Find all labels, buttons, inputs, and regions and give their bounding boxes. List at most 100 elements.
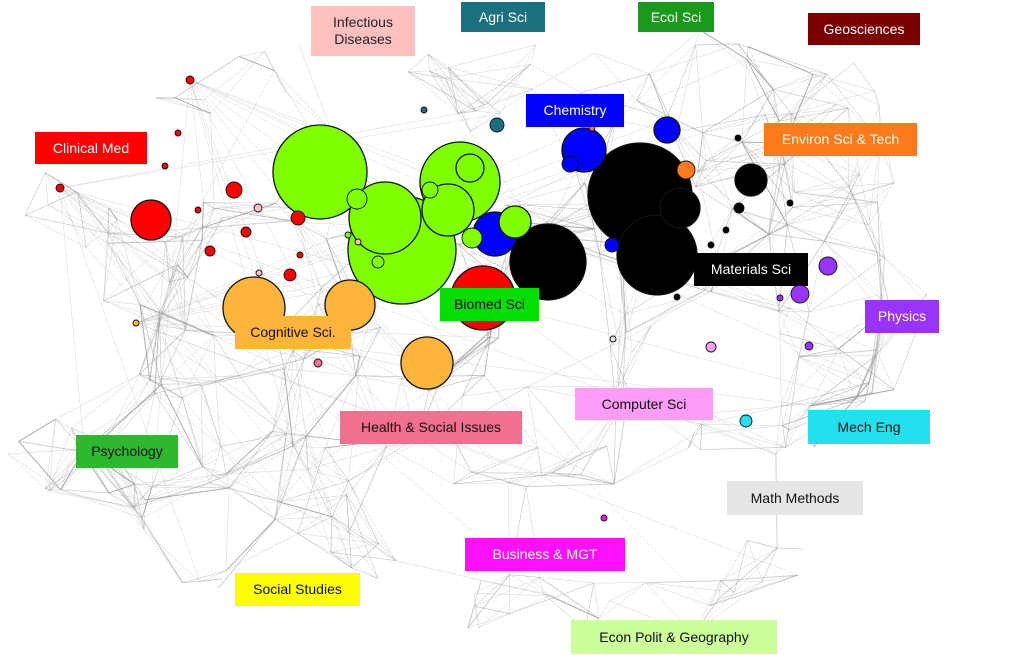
network-edge [47, 204, 109, 244]
network-edge [838, 348, 856, 400]
network-edge [824, 241, 885, 258]
network-edge [75, 191, 109, 244]
network-edge [107, 232, 141, 305]
network-edge [693, 425, 783, 435]
network-edge [154, 330, 186, 394]
network-edge [108, 483, 135, 494]
network-edge [151, 466, 203, 488]
network-edge [165, 217, 224, 243]
network-edge [704, 290, 791, 309]
network-edge [790, 307, 840, 349]
network-edge [77, 192, 109, 209]
network-edge [220, 446, 230, 489]
network-edge [45, 442, 77, 489]
network-edge [330, 551, 396, 561]
network-edge [702, 113, 792, 133]
network-edge [182, 397, 222, 447]
network-edge [792, 185, 849, 208]
network-edge [278, 501, 349, 533]
network-edge [298, 222, 322, 289]
network-edge [264, 51, 287, 93]
network-edge [697, 171, 769, 235]
node-bubble-green [455, 153, 485, 183]
network-edge [134, 473, 227, 485]
network-edge [348, 446, 387, 533]
node-materials [722, 226, 730, 234]
node-clinical-med [185, 75, 195, 85]
network-edge [214, 208, 224, 218]
network-edge [161, 384, 202, 386]
network-edge [484, 330, 492, 376]
network-edge [445, 78, 459, 114]
network-edge [768, 163, 786, 235]
network-edge [550, 595, 600, 619]
node-physics [818, 256, 838, 276]
network-edge [704, 290, 712, 292]
node-clinical-med [161, 162, 169, 170]
label-cognitive-sci: Cognitive Sci. [235, 316, 351, 349]
network-edge [700, 29, 748, 60]
network-edge [748, 46, 780, 122]
network-edge [779, 113, 792, 122]
network-edge [610, 343, 620, 347]
network-edge [876, 251, 927, 295]
network-edge [702, 132, 733, 209]
network-edge [787, 224, 825, 242]
node-materials [786, 199, 794, 207]
network-edge [505, 182, 585, 206]
network-edge [848, 185, 878, 252]
network-edge [169, 227, 202, 283]
network-edge [133, 507, 183, 584]
network-edge [141, 517, 145, 530]
network-edge [701, 424, 776, 455]
network-edge [116, 219, 141, 305]
node-computer [705, 341, 717, 353]
label-environ-sci-tech: Environ Sci & Tech [764, 123, 917, 156]
label-clinical-med: Clinical Med [35, 132, 147, 164]
network-edge [297, 516, 333, 534]
network-edge [618, 343, 620, 387]
network-edge [823, 173, 861, 242]
network-edge [798, 348, 840, 358]
network-edge [467, 580, 482, 629]
network-edge [55, 419, 72, 429]
network-edge [594, 52, 650, 74]
network-edge [292, 358, 305, 447]
network-edge [307, 469, 349, 482]
node-materials [659, 187, 701, 229]
network-edge [782, 393, 872, 426]
network-edge [228, 436, 307, 489]
node-materials [734, 163, 768, 197]
network-edge [274, 495, 347, 520]
network-edge [453, 447, 538, 485]
network-edge [702, 88, 774, 134]
network-edge [213, 335, 285, 369]
network-edge [550, 182, 586, 225]
node-bubble-green [371, 255, 385, 269]
network-edge [143, 529, 183, 584]
network-edge [107, 243, 160, 319]
network-edge [527, 386, 583, 454]
network-edge [292, 435, 307, 447]
network-edge [225, 445, 294, 475]
network-edge [429, 70, 471, 132]
network-edge [458, 110, 477, 114]
network-edge [484, 338, 488, 376]
network-edge [45, 488, 134, 508]
node-chemistry [653, 116, 681, 144]
network-edge [297, 533, 352, 568]
network-edge [871, 355, 876, 394]
network-edge [810, 354, 877, 407]
network-edge [598, 600, 610, 619]
network-edge [594, 53, 638, 101]
network-edge [636, 44, 696, 101]
network-edge [798, 356, 872, 394]
network-edge [86, 247, 141, 305]
network-edge [226, 469, 308, 475]
network-edge [209, 482, 280, 503]
network-edge [278, 469, 309, 502]
network-edge [272, 358, 305, 432]
network-edge [159, 318, 215, 336]
network-edge [278, 433, 287, 502]
